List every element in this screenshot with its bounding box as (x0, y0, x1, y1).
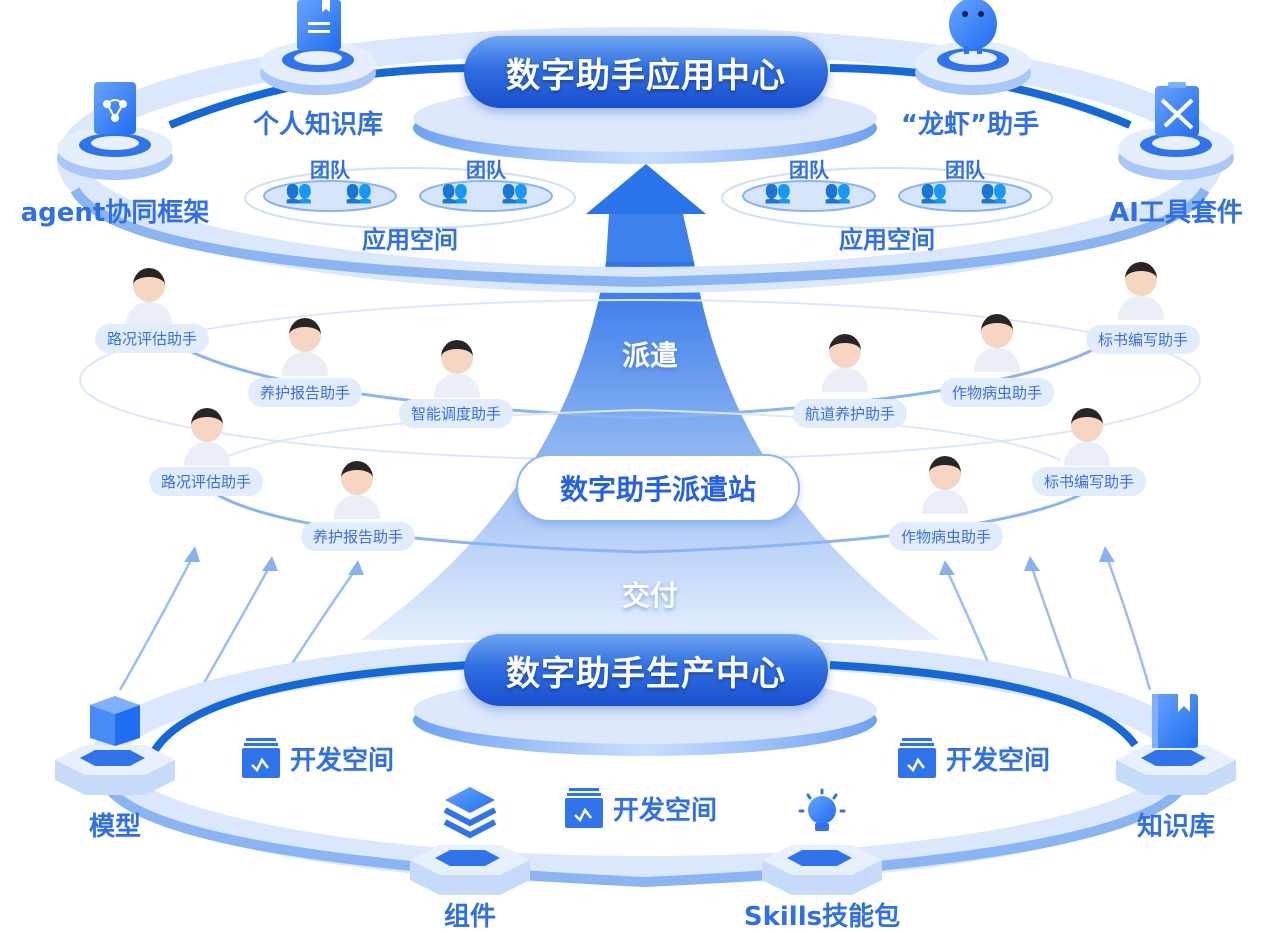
team-icon: 👥 (501, 180, 529, 205)
assistant-avatar (970, 308, 1024, 372)
assistant-avatar (430, 334, 484, 398)
team-label: 团队 (945, 158, 985, 182)
node-label-knowledge-base: 知识库 (1136, 812, 1216, 842)
dev-space-icon (242, 738, 280, 778)
app-center-title[interactable]: 数字助手应用中心 (464, 36, 828, 108)
dev-space[interactable]: 开发空间 (565, 788, 717, 828)
node-label-component: 组件 (443, 902, 497, 932)
node-label-agent-framework: agent协同框架 (20, 198, 210, 228)
assistant-tag[interactable]: 路况评估助手 (148, 467, 264, 496)
assistant-avatar (1060, 402, 1114, 466)
layers-icon (443, 787, 497, 839)
team-label: 团队 (789, 158, 829, 182)
robot-icon (949, 0, 997, 54)
app-space-label: 应用空间 (839, 226, 935, 254)
pedestal (57, 41, 1234, 180)
toolkit-icon (1155, 82, 1199, 136)
dev-space[interactable]: 开发空间 (242, 738, 394, 778)
team-icon: 👥 (980, 180, 1008, 205)
team-icon: 👥 (824, 180, 852, 205)
team-icon: 👥 (345, 180, 373, 205)
assistant-avatar (1114, 256, 1168, 320)
dev-space-icon (898, 738, 936, 778)
assistant-tag[interactable]: 养护报告助手 (300, 522, 416, 551)
assistant-tag[interactable]: 作物病虫助手 (939, 378, 1055, 407)
team-label: 团队 (466, 158, 506, 182)
cube-icon (90, 696, 140, 746)
team-icon: 👥 (920, 180, 948, 205)
assistant-avatar (330, 455, 384, 519)
node-label-model: 模型 (88, 812, 142, 842)
node-label-lobster-assistant: “龙虾”助手 (900, 110, 1040, 140)
team-label: 团队 (310, 158, 350, 182)
assistant-tag[interactable]: 智能调度助手 (398, 399, 514, 428)
assistant-tag[interactable]: 作物病虫助手 (888, 522, 1004, 551)
lightbulb-icon (798, 788, 846, 831)
node-label-skills: Skills技能包 (743, 902, 901, 932)
assistant-tag[interactable]: 标书编写助手 (1085, 325, 1201, 354)
dev-space[interactable]: 开发空间 (898, 738, 1050, 778)
team-icon: 👥 (441, 180, 469, 205)
assistant-tag[interactable]: 路况评估助手 (94, 324, 210, 353)
app-space-label: 应用空间 (362, 226, 458, 254)
node-label-ai-toolkit: AI工具套件 (1109, 198, 1243, 228)
book-icon (297, 0, 341, 50)
dispatch-label: 派遣 (621, 339, 679, 372)
assistant-avatar (122, 262, 176, 326)
bookmark-book-icon (1152, 694, 1198, 748)
node-label-personal-kb: 个人知识库 (252, 110, 384, 140)
production-center-title[interactable]: 数字助手生产中心 (464, 634, 828, 706)
up-arrow (586, 164, 706, 214)
assistant-avatar (180, 402, 234, 466)
deliver-label: 交付 (621, 579, 679, 612)
dev-space-icon (565, 788, 603, 828)
assistant-tag[interactable]: 养护报告助手 (247, 378, 363, 407)
document-network-icon (94, 82, 136, 134)
assistant-avatar (918, 450, 972, 514)
assistant-tag[interactable]: 标书编写助手 (1031, 467, 1147, 496)
team-icon: 👥 (764, 180, 792, 205)
assistant-avatar (278, 312, 332, 376)
team-icon: 👥 (285, 180, 313, 205)
assistant-avatar (818, 328, 872, 392)
dispatch-station[interactable]: 数字助手派遣站 (516, 454, 800, 522)
assistant-tag[interactable]: 航道养护助手 (792, 399, 908, 428)
